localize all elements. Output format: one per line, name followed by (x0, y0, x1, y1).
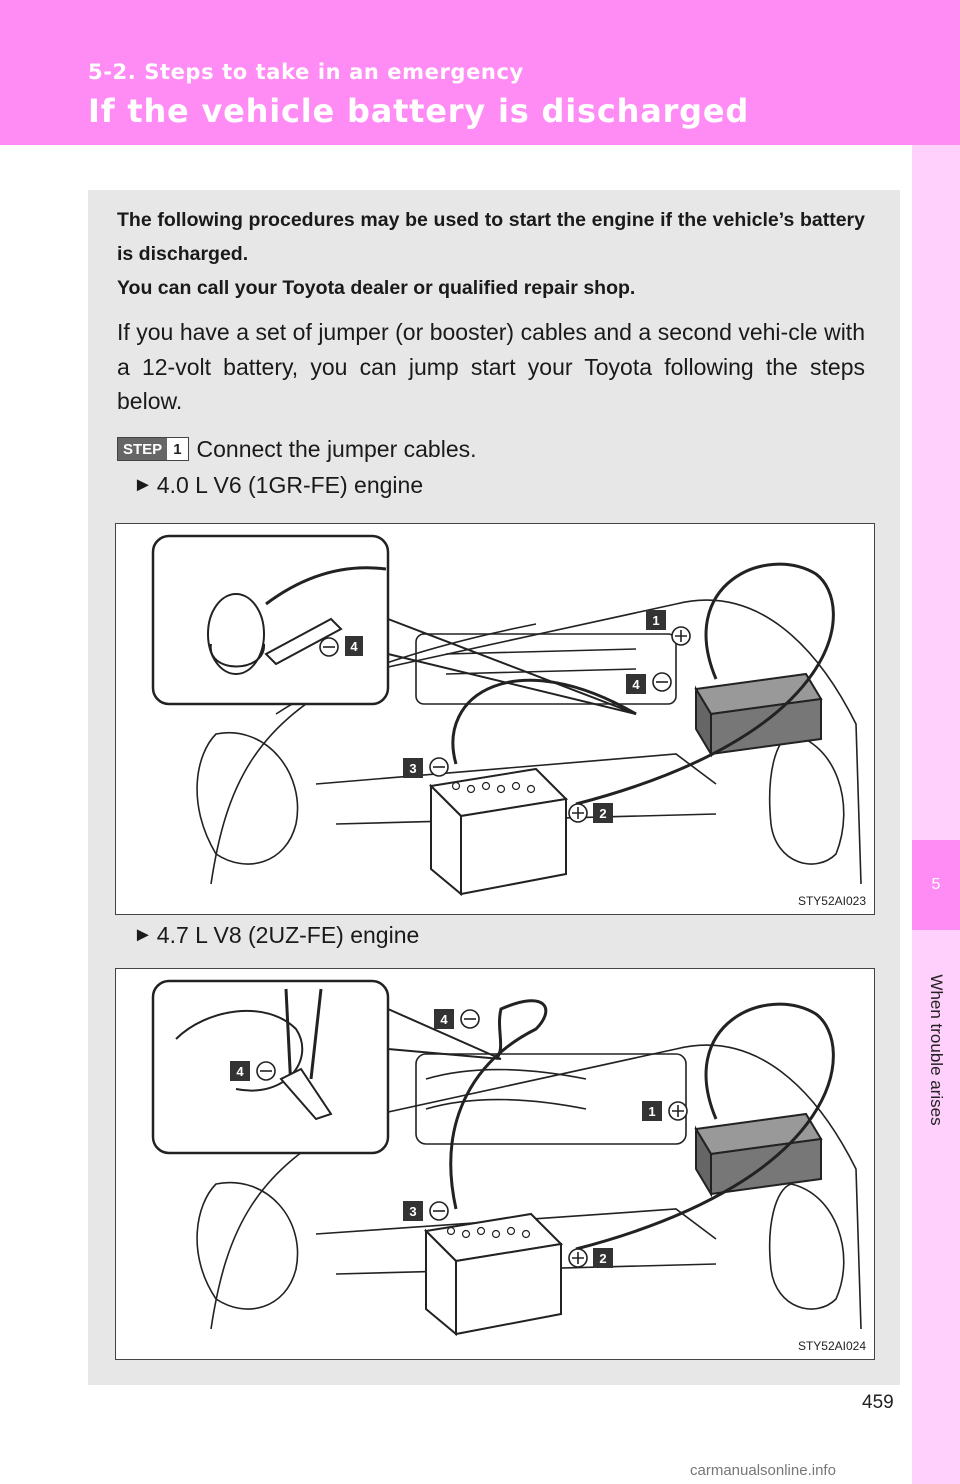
vehicle-battery (694, 1112, 823, 1198)
chapter-label: When trouble arises (927, 974, 946, 1126)
svg-text:4: 4 (236, 1064, 244, 1079)
chapter-number-tab[interactable]: 5 (912, 840, 960, 930)
figure-code: STY52AI023 (797, 894, 866, 908)
inset-detail (151, 979, 502, 1155)
svg-text:1: 1 (652, 613, 659, 628)
variant-v8: ► 4.7 L V8 (2UZ-FE) engine (133, 922, 419, 949)
v6-engine-illustration: 4 1 4 3 2 (151, 534, 862, 897)
svg-text:2: 2 (599, 806, 606, 821)
svg-text:4: 4 (440, 1012, 448, 1027)
v8-engine-illustration: 4 4 1 3 2 (151, 979, 862, 1337)
figure-v8-engine: 4 4 1 3 2 STY52AI024 (115, 968, 875, 1360)
svg-text:2: 2 (599, 1251, 606, 1266)
svg-text:3: 3 (409, 761, 416, 776)
intro-line-2: You can call your Toyota dealer or quali… (117, 277, 636, 299)
triangle-bullet-icon: ► (133, 924, 153, 946)
polarity-callouts: 4 4 1 3 2 (230, 1009, 688, 1268)
intro-line-1: The following procedures may be used to … (117, 209, 865, 265)
svg-text:4: 4 (350, 639, 358, 654)
page-number: 459 (862, 1392, 894, 1413)
variant-v6: ► 4.0 L V6 (1GR-FE) engine (133, 472, 423, 499)
header-band (0, 0, 960, 145)
step-text: Connect the jumper cables. (196, 435, 477, 462)
svg-text:4: 4 (632, 677, 640, 692)
watermark: carmanualsonline.info (690, 1462, 836, 1479)
polarity-callouts: 4 1 4 3 2 (319, 610, 691, 823)
intro-text: The following procedures may be used to … (117, 203, 865, 305)
figure-v6-engine: 4 1 4 3 2 STY52AI023 (115, 523, 875, 915)
side-tab (912, 145, 960, 1484)
section-label: 5-2. Steps to take in an emergency (88, 60, 524, 84)
inset-detail (151, 534, 637, 715)
booster-battery (428, 767, 569, 897)
step-badge: STEP 1 (117, 437, 189, 461)
page-title: If the vehicle battery is discharged (88, 92, 750, 130)
variant-v8-label: 4.7 L V8 (2UZ-FE) engine (156, 922, 420, 948)
figure-code: STY52AI024 (797, 1339, 866, 1353)
svg-text:1: 1 (648, 1104, 655, 1119)
step-badge-number: 1 (173, 440, 182, 458)
booster-battery (423, 1212, 564, 1337)
svg-text:3: 3 (409, 1204, 416, 1219)
variant-v6-label: 4.0 L V6 (1GR-FE) engine (156, 472, 424, 498)
step-badge-word: STEP (118, 438, 168, 460)
triangle-bullet-icon: ► (133, 474, 153, 496)
body-paragraph: If you have a set of jumper (or booster)… (117, 319, 865, 414)
step-1: STEP 1 Connect the jumper cables. (117, 432, 477, 466)
